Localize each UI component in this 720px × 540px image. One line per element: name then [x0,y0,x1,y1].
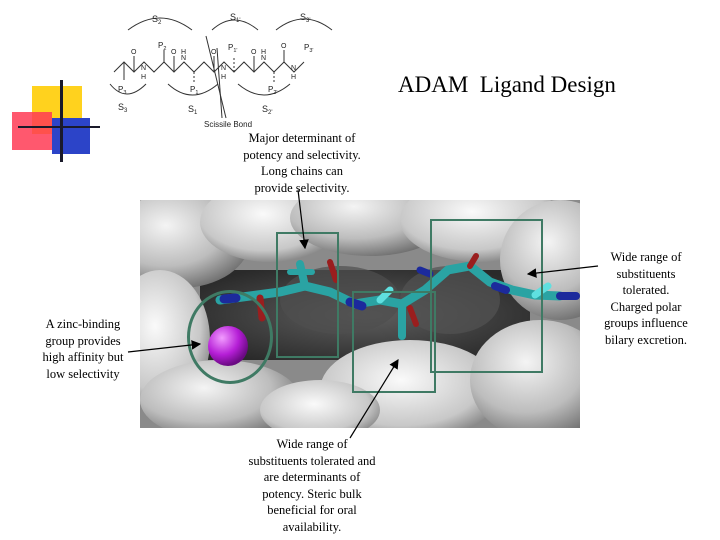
atom-h: H [141,74,146,81]
atom-o: O [171,49,177,56]
subsite-top-1: S2 [152,14,162,26]
annotation-p3prime: Wide range of substituents tolerated. Ch… [604,250,688,347]
highlight-box-p2prime [352,291,436,393]
slide-title: ADAM Ligand Design [398,72,616,97]
deco-blue-square [52,118,90,154]
atom-n: N [291,65,296,72]
residue-p2: P2 [158,41,166,52]
deco-vertical-line [60,80,63,162]
atom-h: H [181,49,186,56]
subsite-bottom-1: S3 [118,102,128,114]
scissile-bond-label: Scissile Bond [204,120,252,129]
highlight-box-p1prime [276,232,339,358]
atom-o: O [131,49,137,56]
deco-horizontal-line [18,126,132,128]
zinc-binding-circle [187,290,273,384]
atom-n: N [141,65,146,72]
residue-p1: P1 [190,85,198,96]
atom-h: H [291,74,296,81]
residue-p2prime: P2' [268,85,277,96]
atom-o: O [211,49,217,56]
atom-h: H [261,49,266,56]
annotation-p2prime: Wide range of substituents tolerated and… [248,437,376,534]
peptide-scheme: S2 S1' S3' S3 S1 S2' P2 P1' P3' P3 P1 P2… [100,0,342,132]
atom-n: N [181,55,186,62]
atom-o: O [251,49,257,56]
deco-red-square [12,112,52,150]
highlight-box-p3prime [430,219,543,373]
annotation-zinc-binding: A zinc-binding group provides high affin… [42,317,124,381]
residue-p3prime: P3' [304,43,313,54]
atom-h: H [221,74,226,81]
atom-o: O [281,43,287,50]
subsite-bottom-3: S2' [262,104,273,116]
subsite-top-2: S1' [230,12,241,24]
subsite-bottom-2: S1 [188,104,198,116]
residue-p1prime: P1' [228,43,237,54]
annotation-p1prime: Major determinant of potency and selecti… [243,131,361,195]
protein-surface-image [140,200,580,428]
atom-n: N [221,65,226,72]
residue-p3: P3 [118,85,126,96]
subsite-top-3: S3' [300,12,311,24]
atom-n: N [261,55,266,62]
